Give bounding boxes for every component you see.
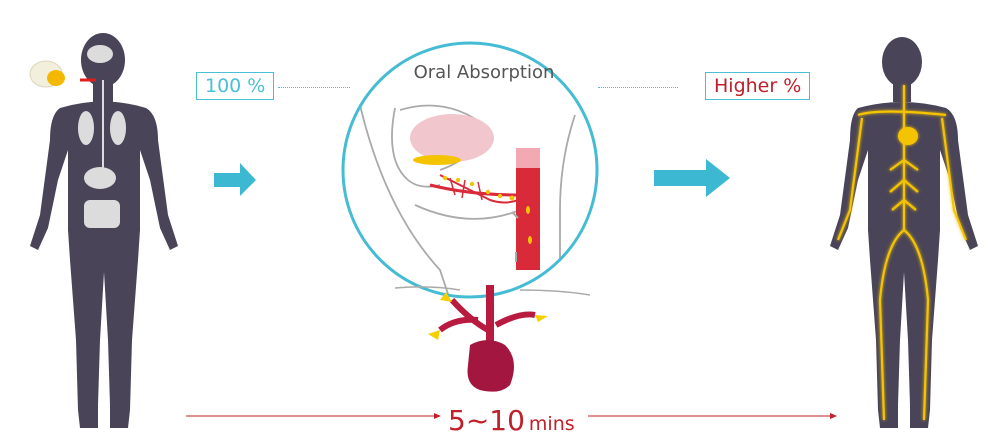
- right-body-heart-icon: [898, 127, 918, 145]
- heart-shape: [467, 340, 514, 392]
- lung-right-icon: [110, 111, 126, 145]
- timeline-value: 5~10: [448, 404, 525, 437]
- right-body-figure: [830, 37, 978, 428]
- right-body-circulation: [836, 85, 968, 421]
- heart-illustration: [394, 285, 591, 392]
- oral-absorption-title-wrap: Oral Absorption: [0, 62, 1000, 83]
- capsule-icon: [29, 60, 65, 88]
- left-body-organs: [78, 45, 126, 228]
- timeline-unit: mins: [528, 413, 575, 435]
- left-connector-line: [278, 87, 350, 88]
- absorption-right-label: Higher %: [705, 72, 811, 100]
- outflow-arrows: [428, 292, 548, 340]
- brain-icon: [87, 45, 113, 63]
- right-connector-line: [598, 87, 678, 88]
- arrow-right-1-icon: [214, 163, 256, 196]
- absorption-left-label: 100 %: [196, 72, 275, 100]
- oral-absorption-illustration: [341, 41, 599, 299]
- arrow-right-2-icon: [654, 159, 730, 197]
- oral-absorption-title: Oral Absorption: [413, 62, 555, 83]
- lung-left-icon: [78, 111, 94, 145]
- stomach-icon: [84, 167, 116, 189]
- intestines-icon: [84, 200, 120, 228]
